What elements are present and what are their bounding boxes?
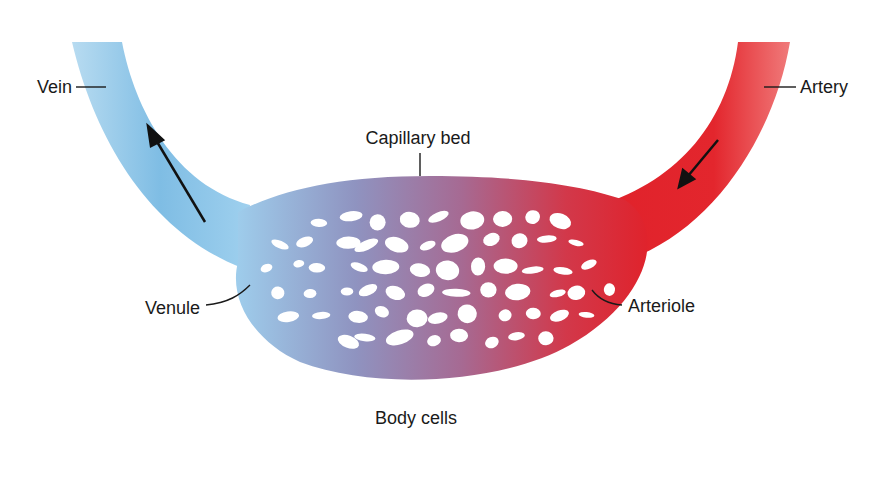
capillary-hole (384, 283, 408, 303)
capillary-hole (310, 219, 327, 228)
capillary-hole (277, 310, 300, 324)
capillary-hole (369, 214, 385, 230)
capillary-hole (418, 239, 436, 253)
capillary-hole (271, 286, 285, 300)
capillary-hole (415, 281, 436, 299)
capillary-hole (504, 283, 531, 302)
capillary-hole (480, 282, 496, 297)
part-label: Venule (145, 298, 200, 319)
capillary-hole (442, 288, 471, 297)
leader-line (76, 87, 796, 305)
part-label: Arteriole (628, 296, 695, 317)
capillary-hole (312, 311, 331, 320)
capillary-hole (521, 265, 544, 275)
capillary-hole (497, 308, 513, 323)
capillary-holes (259, 208, 615, 351)
capillary-hole (459, 210, 486, 232)
capillary-hole (383, 234, 411, 255)
capillary-hole (508, 331, 526, 342)
capillary-hole (406, 309, 428, 328)
capillary-hole (549, 288, 567, 299)
capillary-hole (566, 284, 586, 301)
capillary-hole (524, 208, 542, 226)
part-label: Vein (37, 77, 72, 98)
capillary-hole (538, 331, 554, 346)
capillary-hole (494, 259, 518, 274)
capillary-hole (357, 282, 379, 299)
flow-arrow (148, 126, 718, 222)
capillary-hole (510, 231, 530, 250)
vein-vessel (72, 42, 250, 268)
capillary-hole (384, 326, 416, 348)
part-label: Artery (800, 77, 848, 98)
capillary-hole (353, 236, 380, 255)
capillary-hole (427, 310, 449, 325)
capillary-hole (354, 333, 376, 343)
capillary-hole (493, 211, 513, 227)
capillary-hole (427, 208, 451, 225)
part-label: Body cells (375, 408, 457, 429)
capillary-hole (348, 310, 369, 324)
capillary-hole (426, 333, 443, 348)
capillary-hole (526, 307, 542, 319)
capillary-hole (439, 231, 471, 256)
capillary-hole (548, 307, 570, 324)
capillary-hole (372, 259, 399, 274)
capillary-hole (578, 311, 594, 318)
capillary-hole (295, 234, 315, 249)
capillary-hole (259, 262, 273, 274)
capillary-hole (303, 289, 316, 299)
capillary-hole (580, 257, 599, 271)
capillary-hole (603, 283, 615, 297)
capillary-hole (481, 230, 501, 248)
capillary-hole (568, 238, 585, 247)
capillary-hole (308, 263, 325, 273)
capillary-hole (537, 235, 557, 244)
capillary-hole (409, 262, 432, 279)
capillary-hole (553, 266, 573, 276)
capillary-hole (339, 210, 363, 223)
capillary-hole (471, 257, 486, 276)
capillary-hole (435, 259, 461, 281)
capillary-hole (341, 287, 354, 295)
capillary-hole (373, 304, 391, 320)
part-label: Capillary bed (365, 128, 470, 149)
capillary-hole (483, 335, 500, 350)
capillary-hole (293, 259, 305, 268)
capillary-hole (270, 237, 290, 251)
capillary-hole (399, 210, 421, 229)
capillary-bed-shape (236, 176, 648, 380)
capillary-hole (450, 328, 468, 342)
capillary-hole (455, 302, 479, 325)
capillary-hole (349, 260, 369, 274)
capillary-hole (547, 210, 573, 232)
